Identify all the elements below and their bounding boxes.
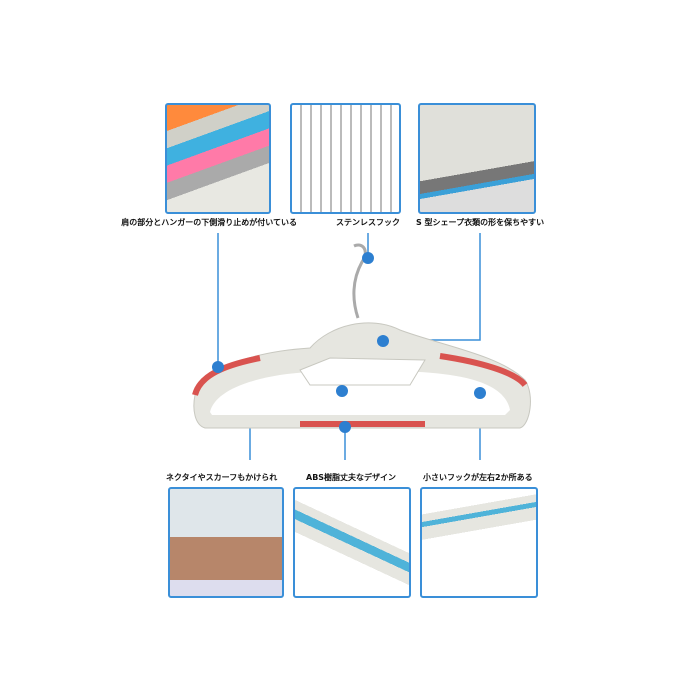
photo-tie-scarf (168, 487, 284, 598)
photo-small-hooks (420, 487, 538, 598)
label-shoulder-grip: 肩の部分とハンガーの下側滑り止めが付いている (121, 218, 297, 227)
dot-hook (362, 252, 374, 264)
label-tie-scarf: ネクタイやスカーフもかけられ (166, 473, 278, 482)
photo-shoulder-grip (165, 103, 271, 214)
label-abs-design: ABS樹脂丈夫なデザイン (306, 473, 397, 482)
dot-bar (339, 421, 351, 433)
label-s-shape: S 型シェープ衣類の形を保ちやすい (416, 218, 545, 227)
dot-shoulder (212, 361, 224, 373)
label-small-hooks: 小さいフックが左右2か所ある (423, 473, 533, 482)
dot-abs (336, 385, 348, 397)
label-stainless-hook: ステンレスフック (336, 218, 400, 227)
dot-body (377, 335, 389, 347)
dot-small-hook (474, 387, 486, 399)
callout-dots (212, 252, 486, 433)
hanger (192, 243, 531, 429)
photo-stainless-hook (290, 103, 401, 214)
photo-s-shape (418, 103, 536, 214)
hook (352, 243, 367, 319)
photo-abs-design (293, 487, 411, 598)
